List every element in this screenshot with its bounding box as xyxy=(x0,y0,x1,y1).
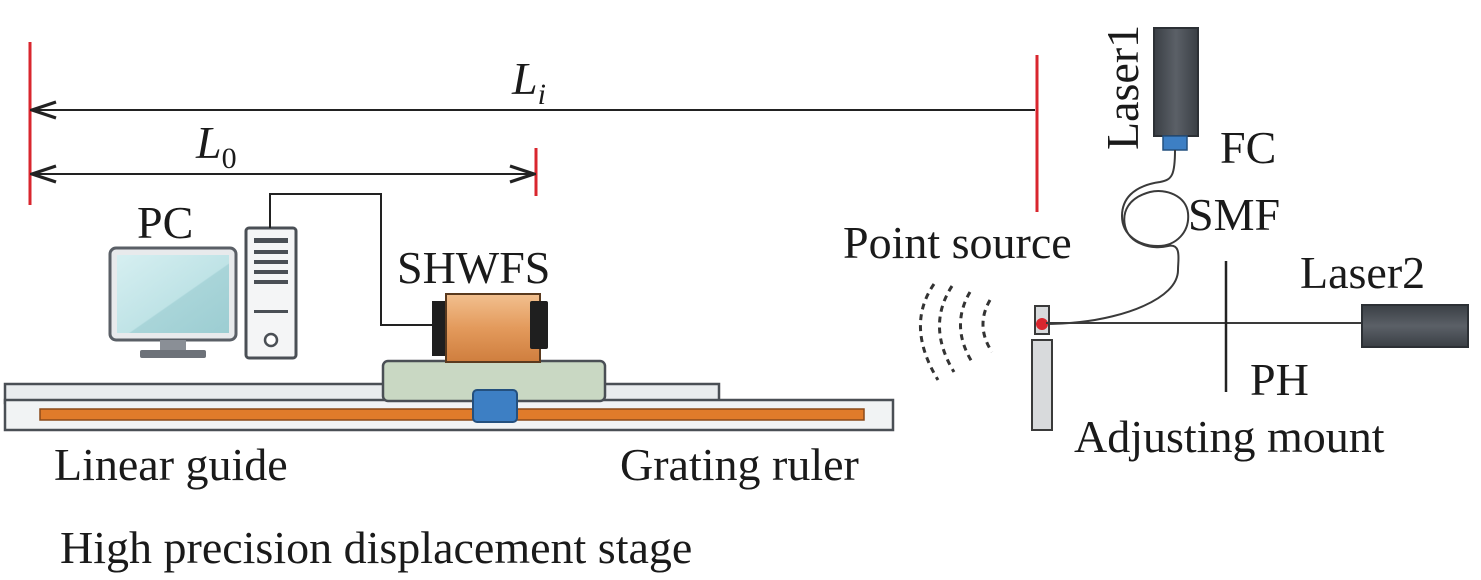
point-source-label: Point source xyxy=(843,217,1072,268)
stage-label: High precision displacement stage xyxy=(60,522,692,573)
point-source-dot xyxy=(1036,318,1048,330)
grating-ruler-bar xyxy=(39,408,865,421)
adjusting-mount-icon xyxy=(1031,305,1053,431)
laser2-label: Laser2 xyxy=(1300,247,1425,298)
pc-label: PC xyxy=(137,197,193,248)
linear-guide-label: Linear guide xyxy=(54,439,288,490)
laser1-label: Laser1 xyxy=(1097,25,1148,150)
laser1-icon xyxy=(1153,27,1199,151)
distance-markers: Li L0 xyxy=(28,42,1039,212)
shwfs-label: SHWFS xyxy=(397,242,550,293)
displacement-stage xyxy=(3,359,895,432)
li-label: Li xyxy=(511,53,546,111)
ruler-read-head xyxy=(472,389,518,423)
shwfs-icon xyxy=(432,293,548,363)
wavefront-arcs-icon xyxy=(918,283,994,381)
laser2-icon xyxy=(1361,304,1469,348)
pc-cable xyxy=(269,193,436,326)
smf-fiber xyxy=(1041,149,1190,325)
pc-icon xyxy=(108,226,298,360)
smf-label: SMF xyxy=(1188,189,1280,240)
fc-label: FC xyxy=(1220,122,1276,173)
adjusting-mount-label: Adjusting mount xyxy=(1074,411,1385,462)
l0-label: L0 xyxy=(195,117,237,175)
grating-ruler-label: Grating ruler xyxy=(620,439,859,490)
ph-label: PH xyxy=(1250,354,1309,405)
